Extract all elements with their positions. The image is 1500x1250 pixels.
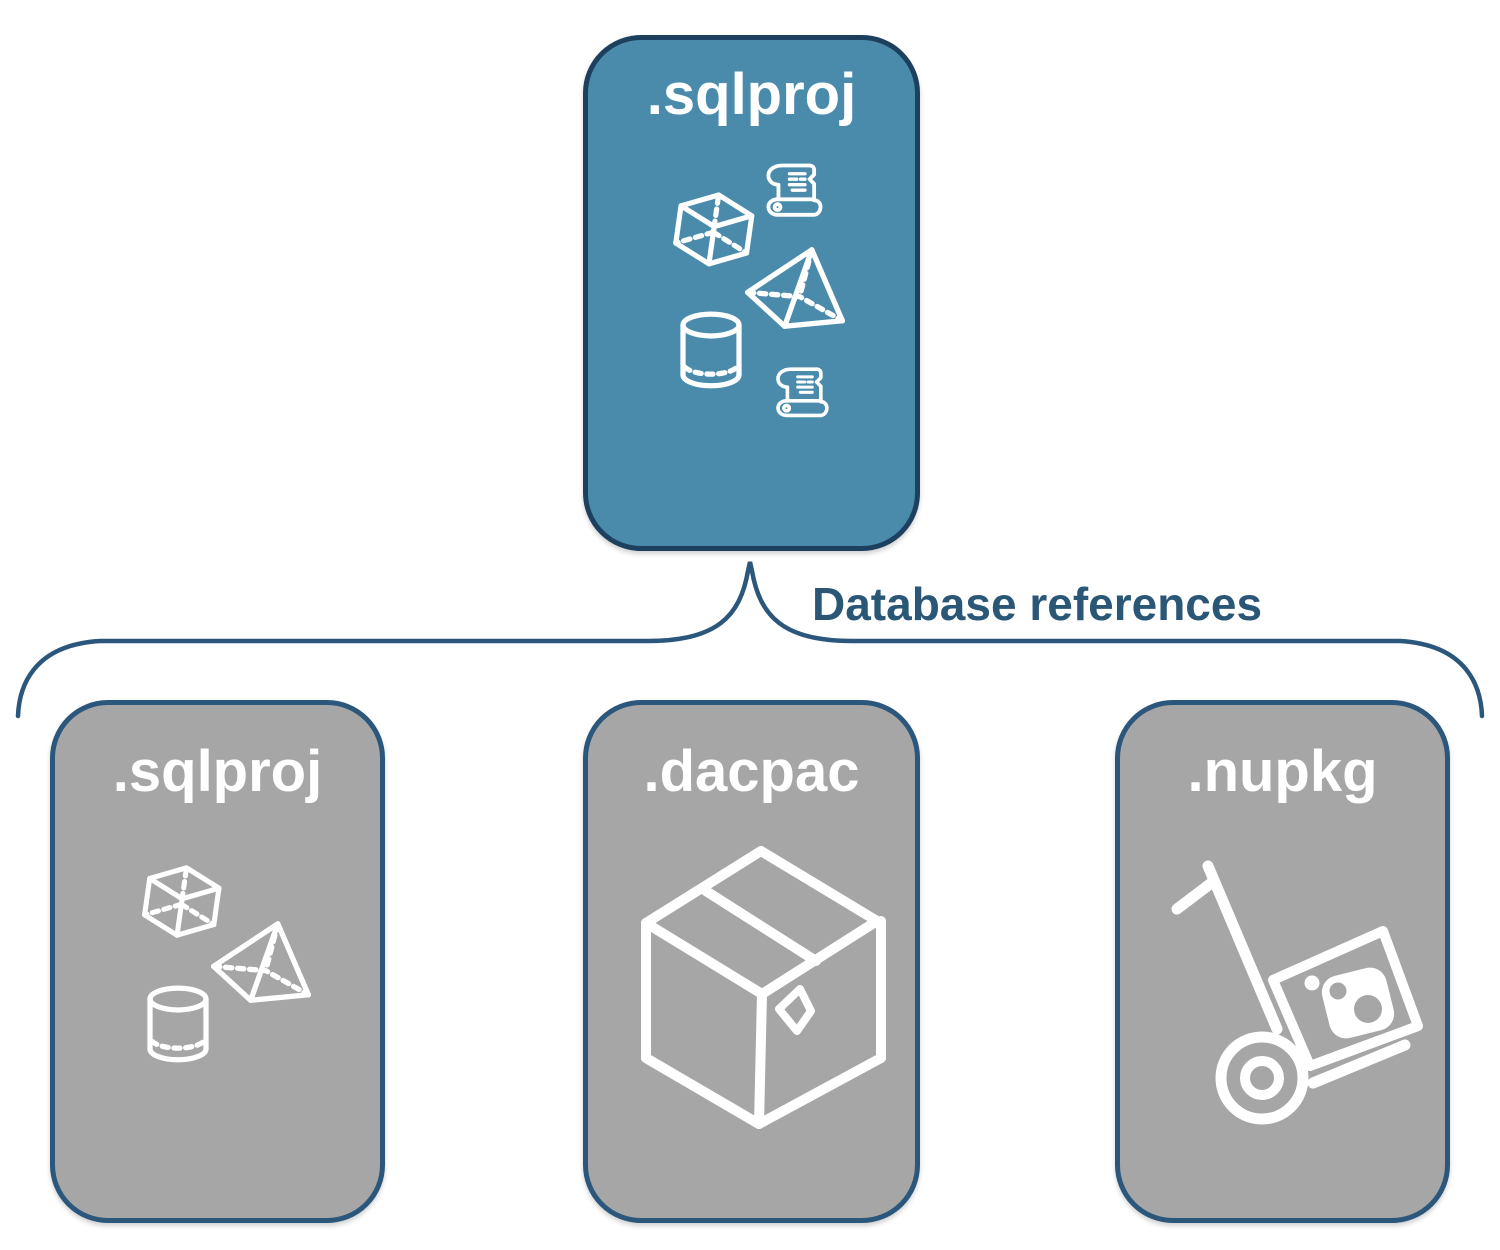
pyramid-icon [211, 917, 317, 1009]
connector-label: Database references [812, 578, 1263, 630]
database-cylinder-icon [143, 985, 213, 1069]
card-sqlproj-root: .sqlproj [583, 35, 920, 551]
hand-truck-nuget-icon [1165, 853, 1445, 1143]
pyramid-icon [745, 243, 851, 335]
card-title: .nupkg [1187, 739, 1378, 804]
scroll-script-icon [772, 364, 832, 424]
package-box-icon [636, 841, 886, 1136]
database-cylinder-icon [676, 311, 746, 395]
scroll-script-icon [762, 160, 826, 224]
card-nupkg: .nupkg [1115, 700, 1450, 1223]
card-dacpac: .dacpac [583, 700, 920, 1223]
card-title: .sqlproj [646, 62, 857, 127]
card-title: .dacpac [643, 739, 860, 804]
card-sqlproj-child: .sqlproj [50, 700, 385, 1223]
card-title: .sqlproj [112, 739, 323, 804]
